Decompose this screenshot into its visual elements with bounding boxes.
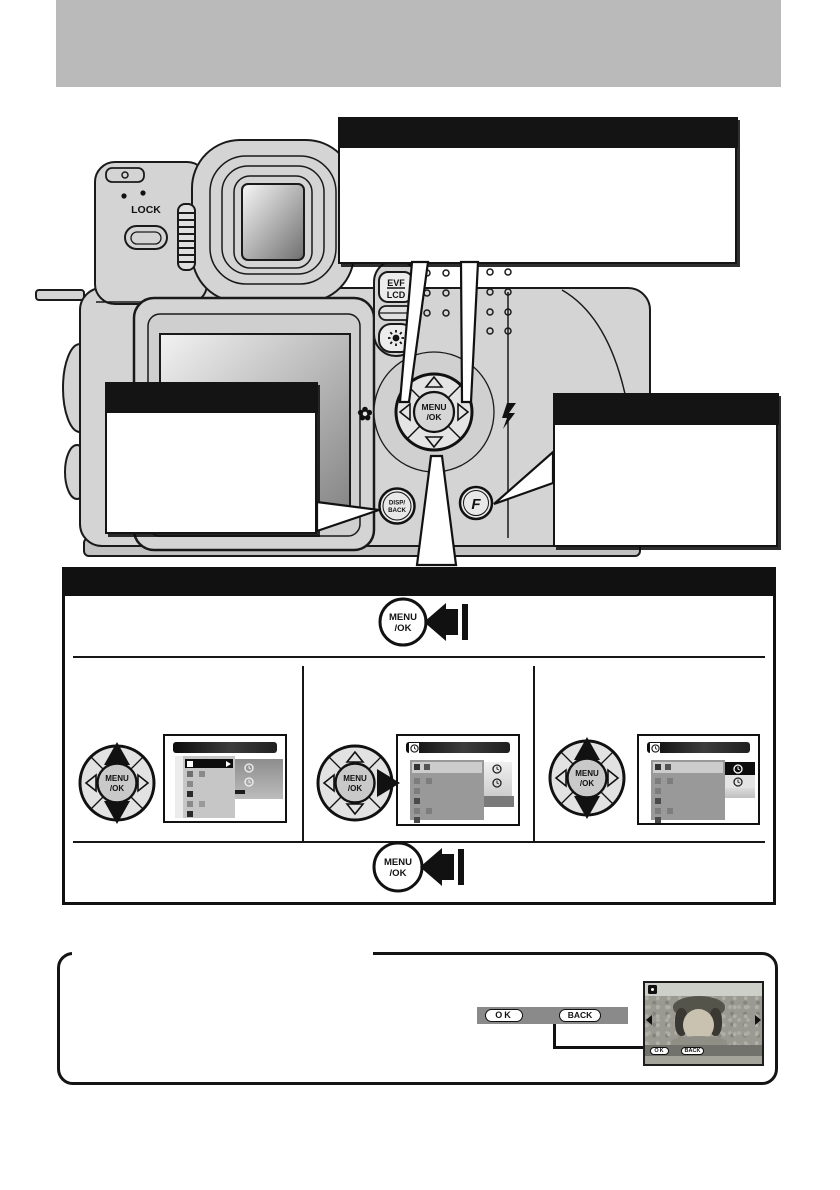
- menu-item-selected[interactable]: [412, 762, 482, 773]
- menu-item[interactable]: [412, 796, 482, 805]
- svg-text:BACK: BACK: [388, 507, 406, 514]
- self-timer-clock-icon: [244, 777, 254, 787]
- brightness-button[interactable]: [378, 323, 414, 353]
- column-separator-2: [533, 666, 535, 841]
- menu-item[interactable]: [653, 796, 723, 805]
- self-timer-clock-icon: [244, 763, 254, 773]
- thumb-back-pill: BACK: [681, 1046, 704, 1055]
- evf-lcd-control-strip: EVF LCD: [373, 259, 419, 357]
- thumb-ok-pill: OK: [650, 1046, 669, 1055]
- menu-item[interactable]: [185, 769, 233, 778]
- back-button[interactable]: BACK: [559, 1008, 601, 1022]
- menu-item[interactable]: [653, 776, 723, 785]
- menu-screen-3: [637, 734, 760, 825]
- strap-lug: [35, 289, 85, 301]
- callout-right: [552, 392, 779, 547]
- menu-item[interactable]: [185, 799, 233, 808]
- menu-screen-1: [163, 734, 287, 823]
- callout-right-header: [552, 392, 779, 425]
- menu-item-selected[interactable]: [653, 762, 723, 773]
- page-header-band: [56, 0, 781, 87]
- ok-button[interactable]: OK: [485, 1008, 523, 1022]
- thumb-status-bar: [645, 983, 762, 997]
- prev-arrow-icon[interactable]: [646, 1015, 652, 1025]
- submenu-option[interactable]: [725, 775, 755, 788]
- menu-list-panel-dimmed: [410, 760, 484, 823]
- self-timer-clock-icon: [733, 776, 743, 787]
- menu-item[interactable]: [412, 776, 482, 785]
- lcd-label: LCD: [387, 290, 406, 300]
- f-photo-mode-button[interactable]: F: [458, 485, 494, 521]
- viewfinder-eyepiece: [209, 155, 337, 285]
- evf-lcd-button[interactable]: EVF LCD: [378, 271, 414, 303]
- submenu-option-selected[interactable]: [725, 762, 755, 775]
- thumb-button-bar: OK BACK: [645, 1045, 762, 1056]
- pad-up-arrow: [424, 375, 444, 388]
- evf-label: EVF: [387, 278, 405, 288]
- self-timer-clock-icon: [733, 763, 743, 774]
- menu-item[interactable]: [412, 806, 482, 815]
- menu-item[interactable]: [653, 806, 723, 815]
- flash-bolt-icon: [502, 403, 516, 429]
- title-bar-icon: [409, 743, 419, 753]
- menu-item[interactable]: [653, 815, 723, 824]
- menu-title-bar: [173, 742, 277, 753]
- section-header-bar: [62, 567, 776, 596]
- camera-four-way-pad[interactable]: MENU /OK: [373, 351, 495, 473]
- lock-switch-area: LOCK: [105, 167, 168, 250]
- thumb-photo: [645, 996, 762, 1048]
- evf-lcd-rocker[interactable]: [378, 305, 414, 321]
- note-box: OK BACK OK BACK: [57, 951, 778, 1085]
- playback-thumbnail: OK BACK: [643, 981, 764, 1066]
- menu-item[interactable]: [185, 779, 233, 788]
- svg-text:MENU: MENU: [421, 402, 446, 412]
- connector-line-vertical: [553, 1024, 556, 1049]
- submenu-panel: [235, 759, 283, 799]
- section-divider-1: [73, 656, 765, 658]
- face: [683, 1009, 714, 1041]
- menu-item[interactable]: [412, 786, 482, 795]
- menu-title-bar: [647, 742, 750, 753]
- thumb-photo-strip: [645, 1056, 762, 1064]
- svg-text:/OK: /OK: [426, 412, 442, 422]
- lock-label: LOCK: [131, 204, 161, 216]
- callout-top: [337, 116, 738, 264]
- submenu-panel: [484, 762, 512, 796]
- submenu-bar: [725, 788, 755, 798]
- note-title-gap: [72, 951, 373, 957]
- menu-title-bar: [406, 742, 510, 753]
- command-dial[interactable]: [177, 203, 196, 271]
- callout-left: [104, 381, 318, 534]
- self-timer-clock-icon: [492, 778, 502, 788]
- section-divider-2: [73, 841, 765, 843]
- menu-operation-section: [62, 567, 776, 905]
- pad-left-arrow: [398, 402, 411, 422]
- menu-screen-2: [396, 734, 520, 826]
- pad-down-arrow: [424, 436, 444, 449]
- callout-left-header: [104, 381, 318, 413]
- menu-list-panel-dimmed: [651, 760, 725, 823]
- title-bar-icon: [650, 743, 660, 753]
- next-arrow-icon[interactable]: [755, 1015, 761, 1025]
- camera-icon: [648, 985, 657, 994]
- menu-item[interactable]: [653, 786, 723, 795]
- menu-list-panel: [183, 756, 235, 818]
- svg-text:DISP/: DISP/: [389, 500, 405, 507]
- menu-item-selected[interactable]: [185, 759, 233, 768]
- menu-item[interactable]: [185, 789, 233, 798]
- column-separator-1: [302, 666, 304, 841]
- svg-text:F: F: [471, 496, 481, 513]
- submenu-shadow-bar: [484, 796, 514, 807]
- callout-top-header: [337, 116, 738, 148]
- menu-item[interactable]: [185, 809, 233, 818]
- disp-back-button[interactable]: DISP/ BACK: [378, 487, 416, 525]
- connector-line-horizontal: [553, 1046, 645, 1049]
- self-timer-clock-icon: [492, 764, 502, 774]
- brightness-sun-icon: [388, 330, 404, 346]
- pad-right-arrow: [457, 402, 470, 422]
- menu-item[interactable]: [412, 815, 482, 824]
- ok-back-bar: OK BACK: [477, 1007, 628, 1024]
- macro-flower-icon: [357, 406, 373, 421]
